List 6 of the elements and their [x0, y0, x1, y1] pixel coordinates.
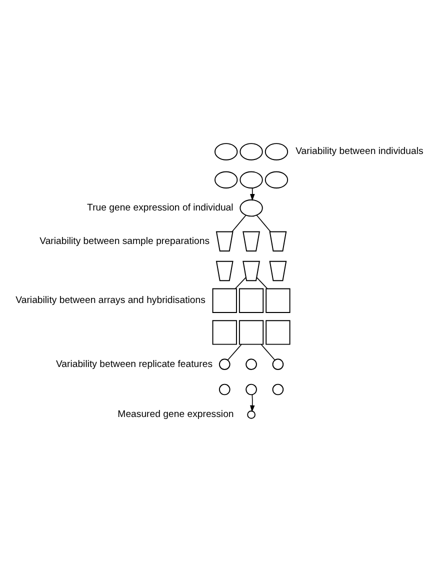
label: Variability between arrays and hybridisations [16, 295, 206, 306]
label: Measured gene expression [118, 409, 234, 420]
label: Variability between sample preparations [40, 236, 210, 247]
label: Variability between replicate features [56, 358, 213, 370]
label: Variability between individuals [296, 146, 424, 158]
label: True gene expression of individual [87, 202, 234, 214]
